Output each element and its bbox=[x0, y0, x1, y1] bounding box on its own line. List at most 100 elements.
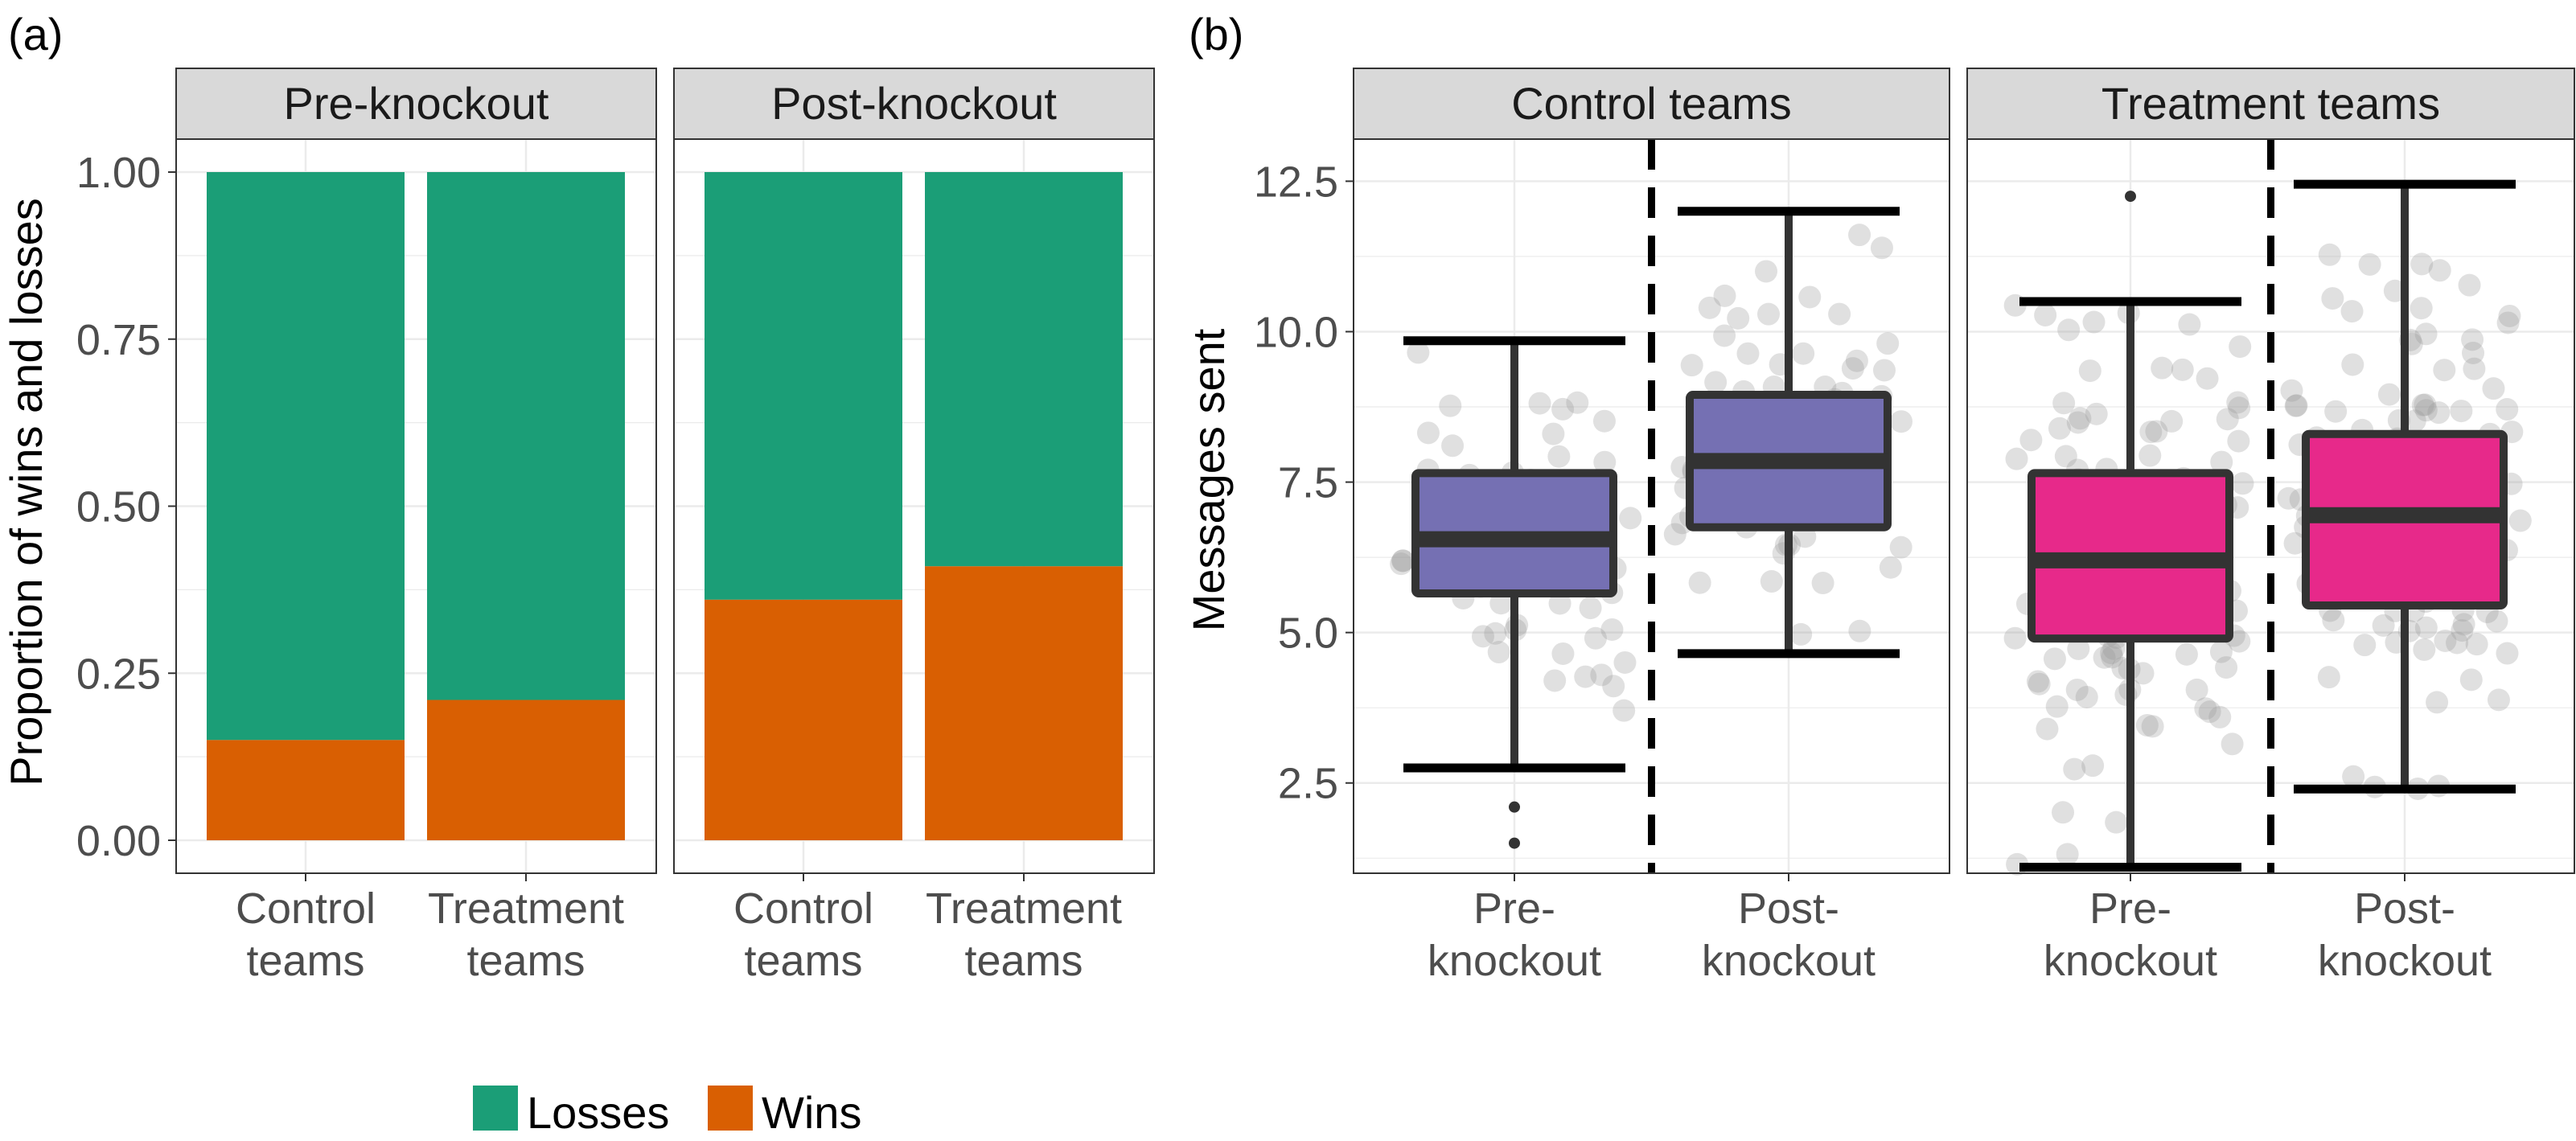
x-tick-label: Treatment bbox=[428, 884, 624, 933]
jitter-point bbox=[2446, 631, 2469, 655]
jitter-point bbox=[1542, 422, 1565, 445]
jitter-point bbox=[1756, 302, 1780, 326]
jitter-point bbox=[2482, 377, 2505, 400]
jitter-point bbox=[2160, 409, 2184, 433]
jitter-point bbox=[2093, 646, 2116, 669]
bar-wins bbox=[207, 740, 405, 840]
jitter-point bbox=[2228, 630, 2251, 653]
bar-wins bbox=[427, 700, 625, 840]
jitter-point bbox=[2185, 678, 2208, 701]
jitter-point bbox=[1441, 434, 1465, 458]
x-tick-label: teams bbox=[964, 937, 1083, 985]
jitter-point bbox=[2487, 688, 2510, 712]
panel-a-y-axis: 0.000.250.500.751.00 bbox=[76, 149, 176, 865]
jitter-point bbox=[2019, 429, 2043, 452]
jitter-point bbox=[2383, 279, 2406, 302]
jitter-point bbox=[2069, 407, 2092, 430]
jitter-point bbox=[1879, 556, 1902, 579]
outlier-point bbox=[2125, 191, 2136, 203]
jitter-point bbox=[2485, 609, 2508, 633]
jitter-point bbox=[2229, 335, 2252, 359]
jitter-point bbox=[1890, 410, 1913, 433]
jitter-point bbox=[1551, 397, 1575, 421]
jitter-point bbox=[2101, 646, 2124, 669]
x-tick-label: Control bbox=[236, 884, 376, 933]
panel-a: (a) Proportion of wins and losses 0.000.… bbox=[1, 9, 1155, 985]
jitter-point bbox=[2135, 713, 2159, 737]
jitter-point bbox=[1736, 342, 1760, 365]
x-tick-label: knockout bbox=[2044, 937, 2217, 985]
jitter-point bbox=[2081, 754, 2105, 778]
x-axis: Control teams Treatment teams bbox=[236, 873, 624, 985]
jitter-point bbox=[2082, 310, 2106, 334]
y-tick-label: 0.75 bbox=[76, 316, 161, 364]
x-tick-label: Pre- bbox=[1473, 884, 1555, 933]
jitter-point bbox=[1579, 597, 1602, 620]
jitter-point bbox=[1876, 332, 1900, 355]
jitter-point bbox=[2324, 400, 2348, 423]
panel-border bbox=[175, 138, 657, 874]
jitter-point bbox=[2034, 303, 2057, 326]
jitter-point bbox=[2322, 609, 2345, 632]
jitter-point bbox=[1828, 302, 1851, 326]
y-tick-label: 0.00 bbox=[76, 817, 161, 865]
y-tick-label: 1.00 bbox=[76, 149, 161, 197]
jitter-point bbox=[2048, 417, 2071, 440]
x-axis: Pre- knockout Post- knockout bbox=[1428, 873, 1876, 985]
panel-b-facet-control: Control teams Pre- knockout Post- knocko… bbox=[1353, 68, 1950, 985]
jitter-point bbox=[2003, 626, 2027, 650]
jitter-point bbox=[2215, 656, 2238, 679]
jitter-point bbox=[2231, 472, 2254, 495]
jitter-point bbox=[2277, 486, 2300, 510]
bar-losses bbox=[925, 172, 1123, 567]
jitter-point bbox=[2321, 287, 2344, 310]
panel-border bbox=[1353, 138, 1950, 874]
jitter-point bbox=[1566, 391, 1589, 414]
jitter-point bbox=[1592, 409, 1616, 433]
bar-losses bbox=[705, 172, 902, 600]
jitter-point bbox=[1584, 626, 1607, 650]
jitter-point bbox=[1680, 354, 1703, 377]
panel-b-y-axis-title: Messages sent bbox=[1183, 328, 1234, 631]
jitter-point bbox=[2036, 717, 2059, 741]
jitter-point bbox=[1713, 324, 1736, 347]
jitter-point bbox=[2005, 447, 2028, 470]
jitter-point bbox=[2065, 678, 2089, 701]
jitter-point bbox=[2358, 252, 2381, 276]
y-tick-label: 0.50 bbox=[76, 483, 161, 532]
jitter-point bbox=[1663, 523, 1687, 546]
facet-strip bbox=[1966, 68, 2575, 140]
jitter-point bbox=[2353, 634, 2377, 657]
legend-key-wins bbox=[708, 1086, 753, 1131]
jitter-point bbox=[2342, 765, 2365, 788]
jitter-point bbox=[2496, 398, 2519, 421]
jitter-point bbox=[2318, 243, 2341, 266]
jitter-point bbox=[2194, 697, 2217, 720]
jitter-point bbox=[1528, 392, 1551, 415]
jitter-point bbox=[2498, 304, 2521, 327]
jitter-point bbox=[2372, 614, 2395, 637]
x-tick-label: knockout bbox=[1428, 937, 1601, 985]
jitter-point bbox=[2284, 394, 2307, 417]
jitter-point bbox=[1613, 699, 1636, 722]
bar-wins bbox=[925, 566, 1123, 840]
jitter-point bbox=[2026, 670, 2049, 693]
jitter-point bbox=[2414, 322, 2438, 346]
jitter-point bbox=[2280, 379, 2303, 402]
jitter-point bbox=[2198, 700, 2221, 724]
jitter-point bbox=[2462, 341, 2485, 364]
jitter-point bbox=[1416, 421, 1440, 445]
jitter-point bbox=[2413, 638, 2436, 661]
jitter-point bbox=[2196, 367, 2219, 390]
jitter-point bbox=[1484, 622, 1507, 645]
jitter-point bbox=[2028, 672, 2051, 696]
jitter-point bbox=[1439, 394, 1462, 417]
jitter-point bbox=[1543, 669, 1567, 692]
y-tick-label: 10.0 bbox=[1254, 308, 1338, 356]
jitter-point bbox=[2052, 801, 2075, 824]
facet-strip bbox=[175, 68, 657, 140]
jitter-point bbox=[1548, 592, 1571, 615]
jitter-point bbox=[2283, 532, 2307, 555]
jitter-point bbox=[1547, 445, 1571, 468]
